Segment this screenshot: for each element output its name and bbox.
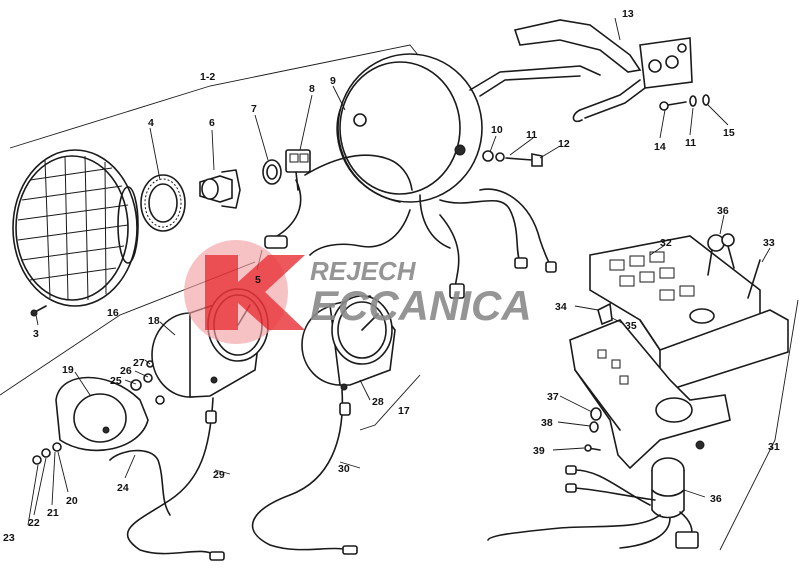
callout-39: 39: [533, 445, 545, 457]
callout-33: 33: [763, 237, 775, 249]
screw-3: [30, 305, 47, 317]
callout-37: 37: [547, 391, 559, 403]
callout-11a: 11: [526, 129, 537, 141]
callout-31: 31: [768, 441, 780, 453]
callout-19: 19: [62, 364, 74, 376]
callout-30: 30: [338, 463, 350, 475]
instrument-cables: [126, 389, 358, 561]
callout-13: 13: [622, 8, 634, 20]
callout-34: 34: [555, 301, 567, 313]
callout-27: 27: [133, 357, 145, 369]
callout-17: 17: [398, 405, 410, 417]
callout-36b: 36: [710, 493, 722, 505]
callout-3: 3: [33, 328, 39, 340]
callout-15: 15: [723, 127, 735, 139]
callout-9: 9: [330, 75, 336, 87]
watermark-k-mark: [205, 255, 305, 330]
headlight-bulb: [199, 169, 241, 209]
headlight-wiring: [264, 154, 557, 299]
callout-18: 18: [148, 315, 160, 327]
spring-clip: [262, 159, 282, 185]
callout-1-2: 1-2: [200, 71, 215, 83]
callout-26: 26: [120, 365, 132, 377]
callout-32: 32: [660, 237, 672, 249]
callout-10: 10: [491, 124, 503, 136]
callout-6: 6: [209, 117, 215, 129]
callout-16: 16: [107, 307, 119, 319]
watermark-logo: REJECH ECCANICA: [184, 240, 532, 344]
callout-35: 35: [625, 320, 637, 332]
panel-screw: [747, 259, 761, 299]
bulb-connector: [285, 149, 311, 191]
callout-4: 4: [148, 117, 154, 129]
callout-22: 22: [28, 517, 40, 529]
callout-7: 7: [251, 103, 257, 115]
lower-housing: [569, 302, 731, 470]
callout-36a: 36: [717, 205, 729, 217]
callout-labels: 1-2 3 4 5 6 7 8 9 10 11 12 13 14 11 15 1…: [3, 8, 780, 544]
callout-38: 38: [541, 417, 553, 429]
retaining-ring: [140, 174, 186, 232]
headlight-lens: [12, 149, 139, 307]
callout-8: 8: [309, 83, 315, 95]
watermark-line2: ECCANICA: [310, 282, 532, 329]
callout-5: 5: [255, 274, 261, 286]
callout-28: 28: [372, 396, 384, 408]
callout-20: 20: [66, 495, 78, 507]
callout-25: 25: [110, 375, 122, 387]
callout-12: 12: [558, 138, 570, 150]
small-fasteners: [32, 360, 165, 465]
callout-14: 14: [654, 141, 666, 153]
headlight-bracket: [469, 19, 693, 123]
speedometer: [301, 295, 396, 391]
callout-11b: 11: [685, 137, 696, 149]
ignition-switch: [487, 457, 699, 549]
callout-24: 24: [117, 482, 129, 494]
callout-21: 21: [47, 507, 59, 519]
watermark-line1: REJECH: [310, 256, 417, 286]
headlight-shell: [336, 53, 483, 203]
housing-fasteners: [584, 407, 602, 452]
bracket-screw: [659, 94, 710, 111]
mounting-bolt: [482, 150, 543, 167]
instrument-bracket: [55, 376, 149, 452]
callout-29: 29: [213, 469, 225, 481]
ignition-key: [707, 233, 735, 276]
tachometer-wire: [109, 449, 171, 516]
callout-23: 23: [3, 532, 15, 544]
